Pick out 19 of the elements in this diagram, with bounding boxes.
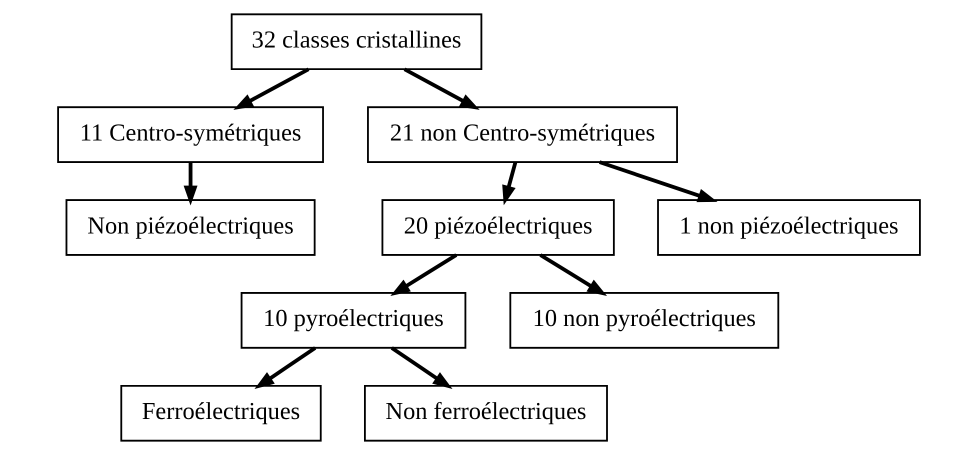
node-box: 20 piézoélectriques [381,199,614,256]
arrow [390,253,457,296]
arrow [502,162,517,206]
arrow [598,160,718,202]
arrow [403,68,480,110]
node-box: 1 non piézoélectriques [656,199,920,256]
node-box: 10 non pyroélectriques [508,292,779,349]
node-box: 32 classes cristallines [230,13,482,70]
arrow [254,346,316,390]
arrow [538,253,607,296]
arrow [232,68,309,110]
node-box: Non piézoélectriques [65,199,316,256]
node-box: 10 pyroélectriques [240,292,466,349]
node-box: 21 non Centro-symétriques [366,106,678,163]
node-box: 11 Centro-symétriques [56,106,324,163]
node-box: Ferroélectriques [120,384,322,442]
node-box: Non ferroélectriques [364,384,608,442]
arrow [390,346,452,390]
arrow [183,162,197,206]
